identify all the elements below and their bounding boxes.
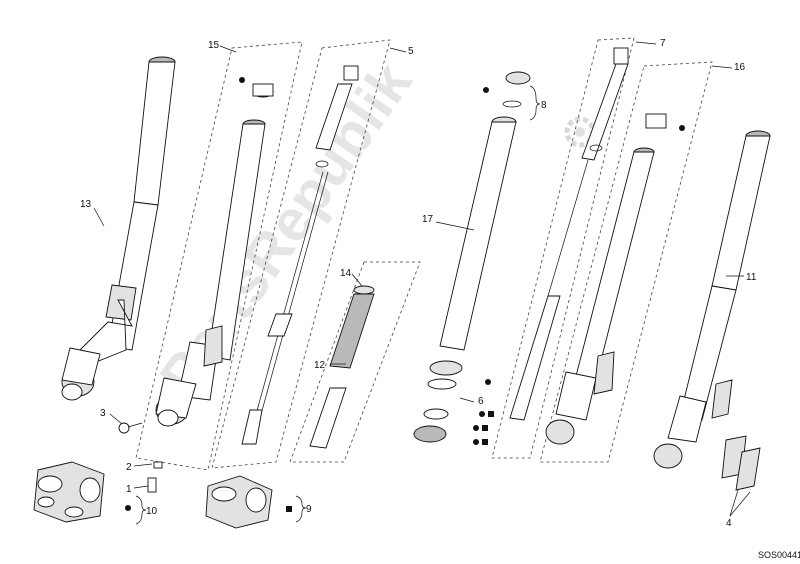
callout-4: 4: [726, 518, 732, 529]
callout-7: 7: [660, 38, 666, 49]
screw-1: [147, 477, 157, 493]
callout-8: 8: [541, 100, 547, 111]
slider-assembly-15: [155, 83, 274, 427]
callout-2: 2: [126, 462, 132, 473]
outer-tube-17: [439, 71, 531, 351]
seal-stack-6: [413, 360, 463, 443]
callout-13: 13: [80, 199, 92, 210]
callout-9: 9: [306, 504, 312, 515]
callout-1: 1: [126, 484, 132, 495]
washer-2: [153, 461, 163, 469]
leader-lines: [93, 41, 751, 517]
callout-10: 10: [146, 506, 158, 517]
fork-leg-11: [653, 130, 771, 469]
marker-symbols: [125, 77, 685, 512]
reference-code: SOS00441: [758, 550, 800, 560]
callout-15: 15: [208, 40, 220, 51]
group-16-outline: [539, 61, 713, 463]
guards-4: [721, 435, 761, 491]
callout-6: 6: [478, 396, 484, 407]
clamp-10: [33, 461, 105, 523]
callout-5: 5: [408, 46, 414, 57]
callout-17: 17: [422, 214, 434, 225]
callouts: 13 15 5 7 8 16 17 11 14 12 6 3 2 1 10 9 …: [80, 38, 757, 529]
cartridge-7: [509, 47, 629, 421]
fork-leg-13: [61, 56, 176, 401]
callout-11: 11: [746, 272, 757, 283]
group-7-outline: [491, 37, 635, 459]
callout-16: 16: [734, 62, 746, 73]
cartridge-assembly-5: [241, 65, 359, 445]
spring-12: [309, 285, 375, 449]
group-15-outline: [135, 41, 303, 471]
slider-assembly-16: [545, 113, 667, 445]
group-5-outline: [211, 39, 391, 469]
clamp-9: [205, 475, 273, 529]
callout-12: 12: [314, 360, 326, 371]
bolt-3: [118, 422, 143, 434]
callout-3: 3: [100, 408, 106, 419]
callout-14: 14: [340, 268, 352, 279]
braces: [135, 85, 541, 525]
group-14-outline: [289, 261, 421, 463]
